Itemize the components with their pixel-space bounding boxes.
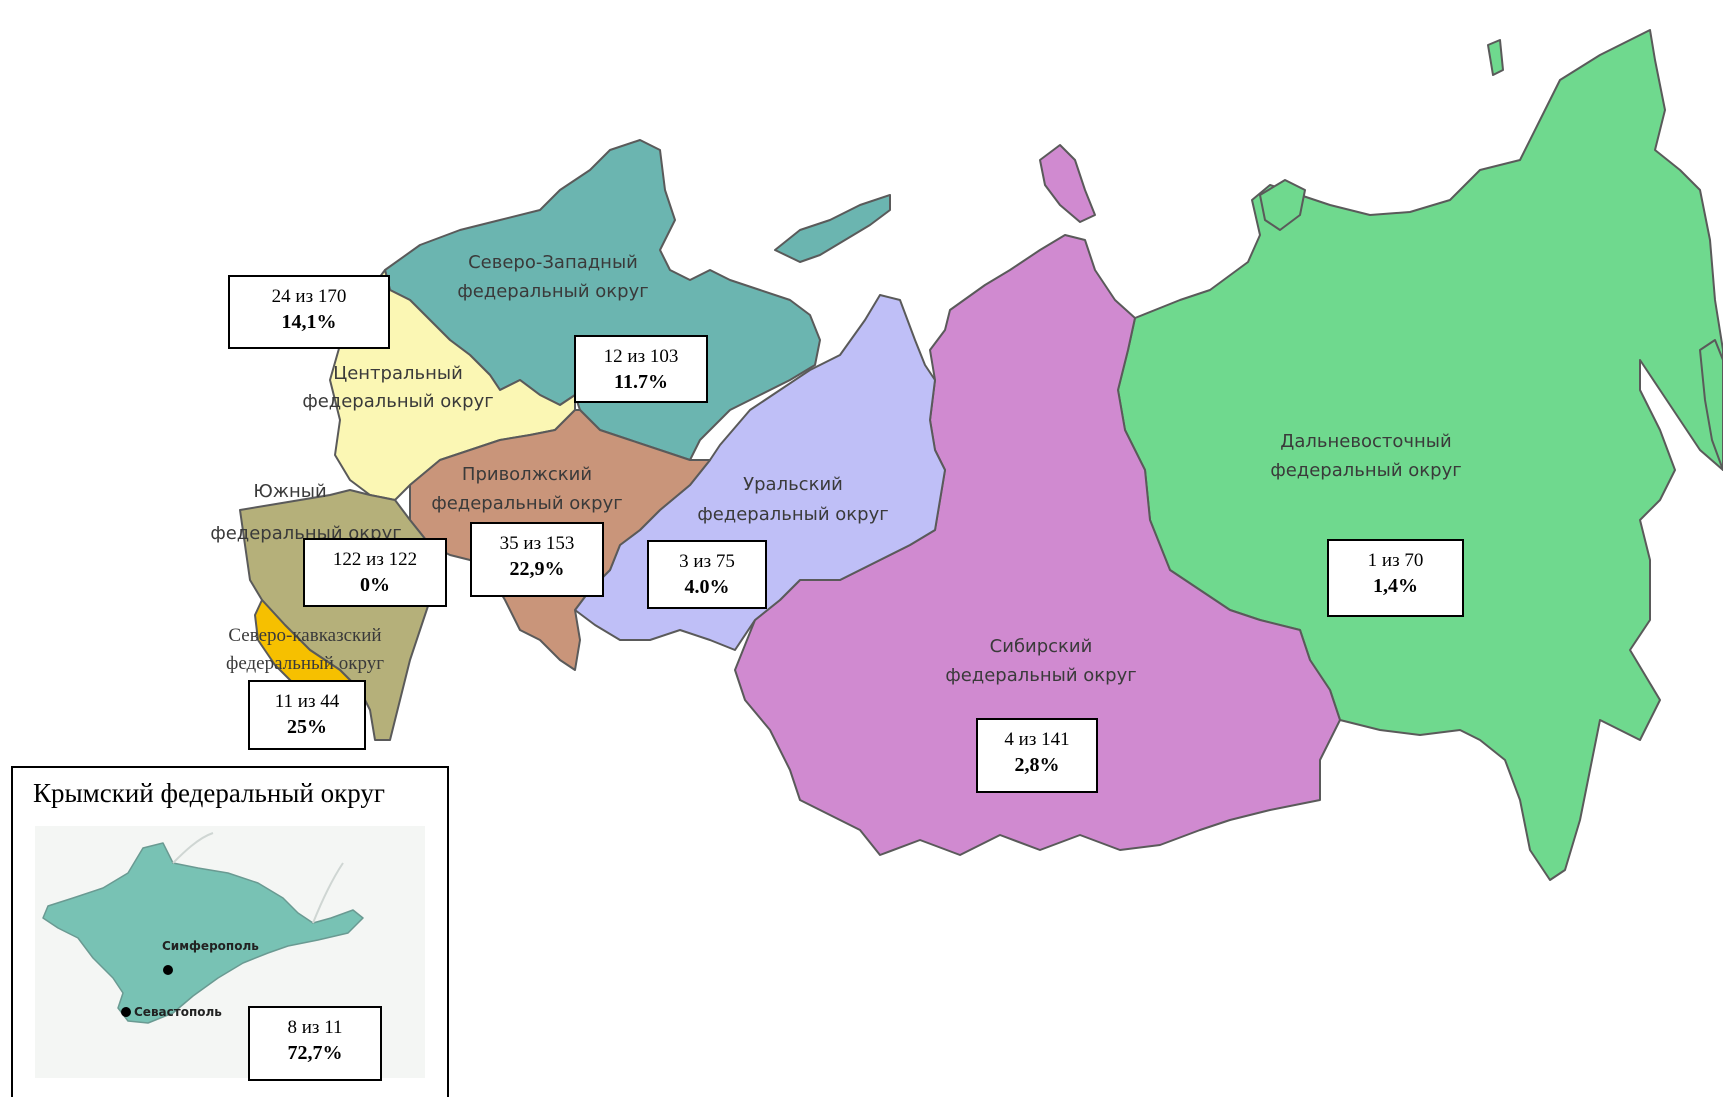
label-ural-line2: федеральный округ	[697, 504, 888, 525]
label-far-eastern-line2: федеральный округ	[1270, 460, 1461, 481]
stat-percent: 4.0%	[684, 576, 730, 598]
stat-percent: 0%	[360, 574, 390, 596]
stat-count: 12 из 103	[603, 346, 679, 367]
island-novaya-zemlya	[774, 194, 891, 263]
label-north-west-line1: Северо-Западный	[468, 252, 638, 273]
label-siberian-line2: федеральный округ	[945, 665, 1136, 686]
stat-box-far-eastern: 1 из 70 1,4%	[1327, 539, 1464, 617]
stat-percent: 11.7%	[614, 371, 668, 393]
crimea-road-lines	[172, 832, 344, 924]
label-north-west-line2: федеральный округ	[457, 281, 648, 302]
stat-box-central: 24 из 170 14,1%	[228, 275, 390, 349]
stat-count: 122 из 122	[332, 549, 418, 570]
stat-box-north-caucasus: 11 из 44 25%	[248, 680, 366, 750]
stat-box-crimea: 8 из 11 72,7%	[248, 1006, 382, 1081]
stat-box-north-west: 12 из 103 11.7%	[574, 335, 708, 403]
label-volga-line2: федеральный округ	[431, 493, 622, 514]
island-new-siberian	[1259, 179, 1306, 231]
stat-percent: 22,9%	[509, 558, 565, 580]
stat-count: 24 из 170	[271, 286, 347, 307]
label-central-line1: Центральный	[333, 363, 463, 384]
stat-count: 11 из 44	[274, 691, 340, 712]
simferopol-marker	[163, 965, 173, 975]
island-sakhalin	[1699, 339, 1723, 471]
crimea-inset: Крымский федеральный округ Симферополь С…	[11, 766, 449, 1097]
stat-box-southern: 122 из 122 0%	[303, 538, 447, 607]
stat-percent: 2,8%	[1014, 754, 1060, 776]
label-central-line2: федеральный округ	[302, 391, 493, 412]
sevastopol-marker	[121, 1007, 131, 1017]
stat-count: 3 из 75	[679, 551, 735, 572]
stat-percent: 72,7%	[287, 1042, 343, 1064]
city-simferopol: Симферополь	[162, 939, 259, 953]
stat-count: 35 из 153	[499, 533, 575, 554]
stat-count: 1 из 70	[1367, 550, 1424, 571]
label-ural-line1: Уральский	[743, 474, 843, 495]
stat-percent: 25%	[287, 716, 327, 738]
island-wrangel	[1487, 39, 1504, 76]
stat-box-ural: 3 из 75 4.0%	[647, 540, 767, 609]
stat-count: 8 из 11	[287, 1017, 343, 1038]
stat-percent: 14,1%	[281, 311, 337, 333]
city-sevastopol: Севастополь	[134, 1005, 222, 1019]
label-volga-line1: Приволжский	[462, 464, 592, 485]
island-severnaya-zemlya	[1039, 144, 1096, 223]
label-north-caucasus-line1: Северо-кавказский	[228, 625, 381, 646]
region-crimea[interactable]	[42, 842, 364, 1024]
label-southern-line1: Южный	[253, 481, 326, 502]
stat-box-siberian: 4 из 141 2,8%	[976, 718, 1098, 793]
crimea-map: Симферополь Севастополь	[35, 826, 425, 1078]
stat-percent: 1,4%	[1373, 575, 1418, 597]
label-north-caucasus-line2: федеральный округ	[226, 653, 384, 674]
label-siberian-line1: Сибирский	[990, 636, 1093, 657]
label-far-eastern-line1: Дальневосточный	[1280, 431, 1451, 452]
stat-box-volga: 35 из 153 22,9%	[470, 522, 604, 597]
inset-title: Крымский федеральный округ	[33, 778, 385, 808]
stat-count: 4 из 141	[1004, 729, 1070, 750]
